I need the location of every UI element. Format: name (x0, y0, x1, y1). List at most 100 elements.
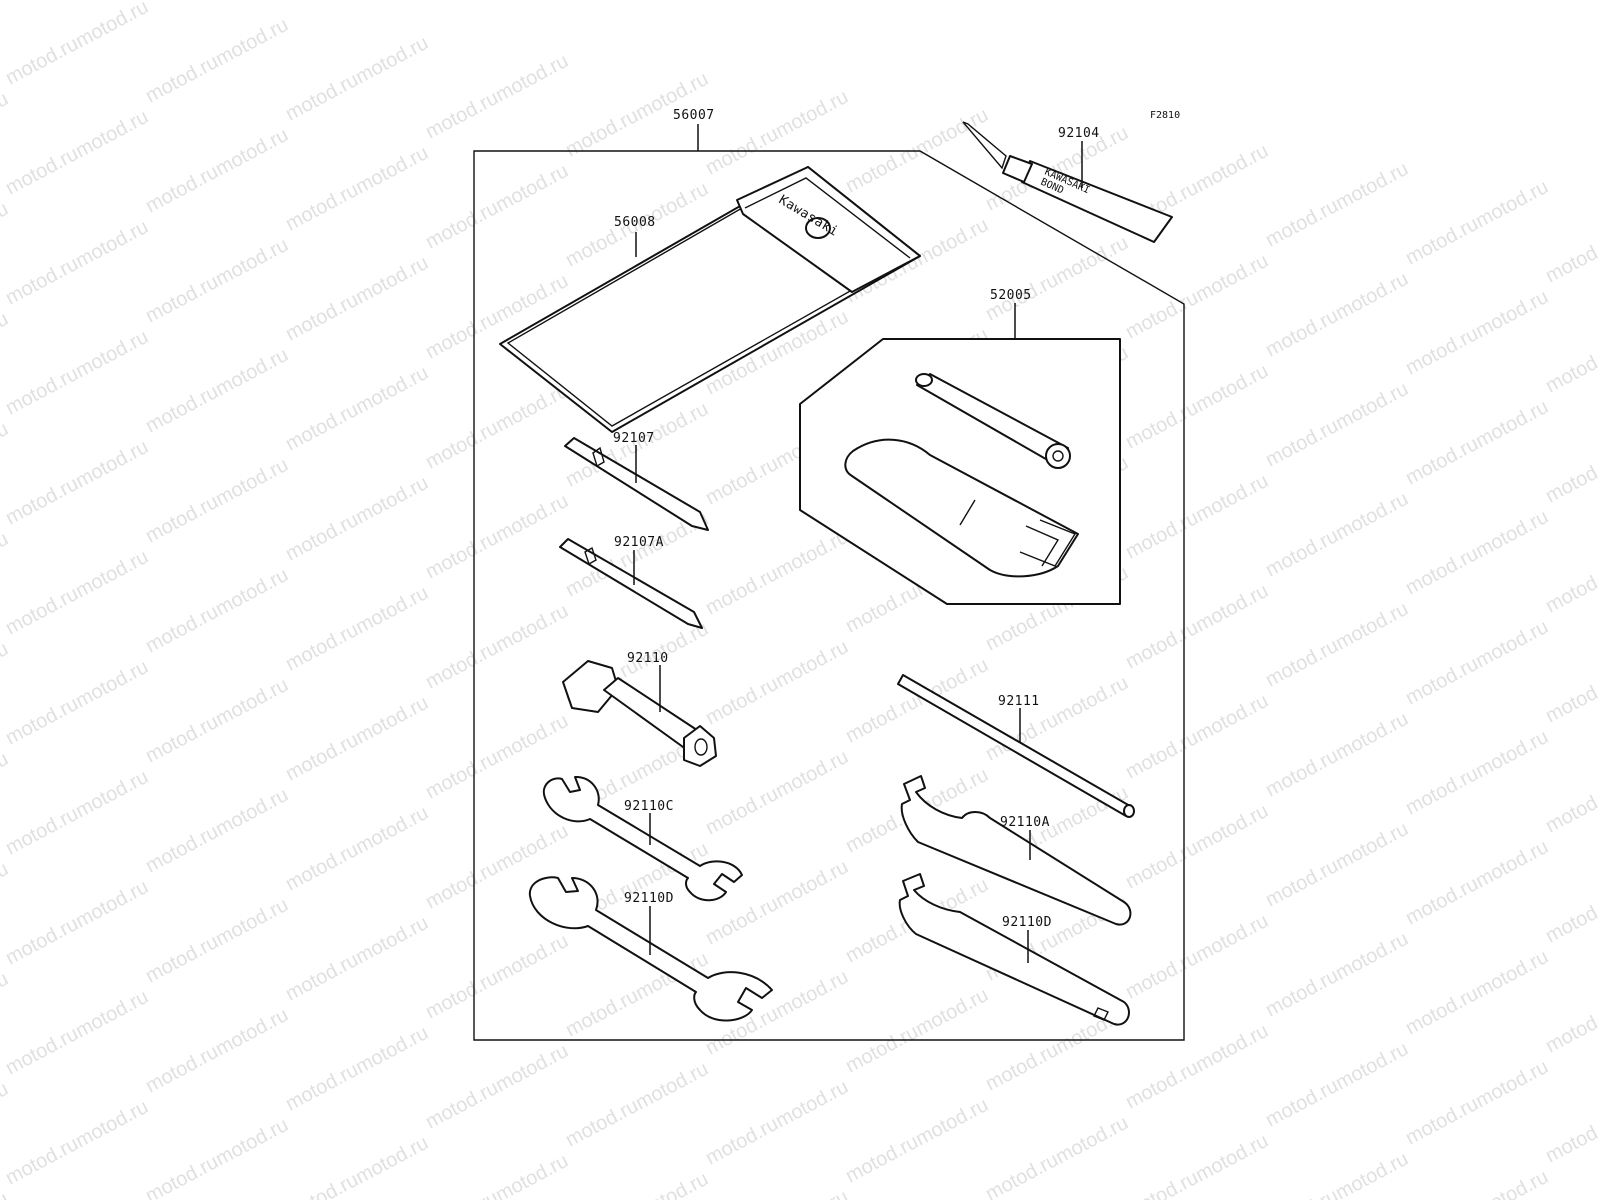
watermark-text: motod.ru (212, 674, 292, 730)
watermark-text: motod.ru (422, 87, 502, 143)
watermark-text: motod.ru (702, 1113, 782, 1169)
watermark-text: motod.ru (562, 105, 642, 161)
watermark-text: motod.ru (422, 307, 502, 363)
watermark-text: motod.ru (702, 673, 782, 729)
watermark-text: motod.ru (702, 563, 782, 619)
watermark-text: motod.ru (0, 0, 12, 34)
watermark-text: motod.ru (72, 436, 152, 492)
watermark-text: motod.ru (1192, 360, 1272, 416)
watermark-text: motod.ru (212, 784, 292, 840)
watermark-text: motod.ru (2, 583, 82, 639)
watermark-text: motod.ru (282, 69, 362, 125)
watermark-text: motod.ru (772, 966, 852, 1022)
watermark-text: motod.ru (1262, 635, 1342, 691)
watermark-text: motod.ru (142, 601, 222, 657)
watermark-text: motod.ru (1542, 1001, 1600, 1057)
watermark-text: motod.ru (1052, 232, 1132, 288)
watermark-text: motod.ru (2, 253, 82, 309)
watermark-text: motod.ru (2, 363, 82, 419)
watermark-text: motod.ru (1542, 1111, 1600, 1167)
watermark-text: motod.ru (982, 599, 1062, 655)
watermark-text: motod.ru (1262, 415, 1342, 471)
watermark-text: motod.ru (0, 308, 12, 364)
watermark-text: motod.ru (1402, 763, 1482, 819)
watermark-text: motod.ru (982, 1039, 1062, 1095)
watermark-text: motod.ru (1332, 598, 1412, 654)
watermark-text: motod.ru (72, 0, 152, 52)
leader-lines (633, 124, 1083, 963)
watermark-text: motod.ru (1472, 396, 1552, 452)
watermark-text: motod.ru (0, 1078, 12, 1134)
watermark-text: motod.ru (1192, 910, 1272, 966)
watermark-text: motod.ru (1542, 231, 1600, 287)
watermark-text: motod.ru (1122, 837, 1202, 893)
watermark-text: motod.ru (1472, 176, 1552, 232)
watermark-text: motod.ru (912, 1094, 992, 1150)
watermark-text: motod.ru (1542, 671, 1600, 727)
watermark-text: motod.ru (1472, 506, 1552, 562)
watermark-text: motod.ru (352, 472, 432, 528)
open-wrench-92110c (542, 775, 743, 902)
watermark-text: motod.ru (352, 32, 432, 88)
watermark-text: motod.ru (1332, 158, 1412, 214)
watermark-text: motod.ru (0, 418, 12, 474)
part-label-driver-a: 92107 (613, 431, 655, 446)
watermark-text: motod.ru (282, 839, 362, 895)
watermark-text: motod.ru (1542, 781, 1600, 837)
watermark-text: motod.ru (1472, 726, 1552, 782)
watermark-text: motod.ru (492, 1150, 572, 1200)
watermark-text: motod.ru (422, 1187, 502, 1200)
watermark-text: motod.ru (1332, 708, 1412, 764)
watermark-text: motod.ru (1262, 525, 1342, 581)
watermark-text: motod.ru (1402, 213, 1482, 269)
watermark-text: motod.ru (352, 1132, 432, 1188)
watermark-text: motod.ru (72, 326, 152, 382)
watermark-text: motod.ru (0, 858, 12, 914)
watermark-text: motod.ru (142, 931, 222, 987)
watermark-text: motod.ru (282, 619, 362, 675)
watermark-text: motod.ru (1472, 1166, 1552, 1200)
watermark-text: motod.ru (72, 546, 152, 602)
watermark-text: motod.ru (0, 638, 12, 694)
watermark-text: motod.ru (842, 1131, 922, 1187)
watermark-text: motod.ru (1542, 341, 1600, 397)
watermark-text: motod.ru (1192, 800, 1272, 856)
watermark-text: motod.ru (0, 528, 12, 584)
watermark-text: motod.ru (72, 766, 152, 822)
part-label-wrench-c: 92110C (624, 799, 674, 814)
watermark-text: motod.ru (1262, 855, 1342, 911)
watermark-text: motod.ru (1332, 1148, 1412, 1200)
watermark-text: motod.ru (212, 1004, 292, 1060)
watermark-text: motod.ru (492, 490, 572, 546)
watermark-text: motod.ru (422, 967, 502, 1023)
watermark-text: motod.ru (72, 986, 152, 1042)
tommy-bar (897, 674, 1135, 818)
watermark-text: motod.ru (142, 821, 222, 877)
watermark-text: motod.ru (282, 509, 362, 565)
watermark-text: motod.ru (72, 106, 152, 162)
watermark-text: motod.ru (1332, 378, 1412, 434)
watermark-text: motod.ru (0, 1188, 12, 1200)
watermark-text: motod.ru (282, 399, 362, 455)
watermark-text: motod.ru (772, 636, 852, 692)
watermark-text: motod.ru (212, 894, 292, 950)
watermark-text: motod.ru (422, 197, 502, 253)
part-label-bar: 92111 (998, 694, 1040, 709)
watermark-text: motod.ru (2, 143, 82, 199)
watermark-text: motod.ru (912, 984, 992, 1040)
part-label-kit: 56007 (673, 108, 715, 123)
watermark-text: motod.ru (422, 527, 502, 583)
watermark-text: motod.ru (1262, 1185, 1342, 1200)
watermark-text: motod.ru (72, 656, 152, 712)
watermark-text: motod.ru (212, 14, 292, 70)
watermark-text: motod.ru (352, 912, 432, 968)
watermark-text: motod.ru (422, 747, 502, 803)
watermark-text: motod.ru (492, 820, 572, 876)
part-label-driver-b: 92107A (614, 535, 664, 550)
watermark-text: motod.ru (212, 344, 292, 400)
watermark-text: motod.ru (1052, 1112, 1132, 1168)
watermark-text: motod.ru (842, 581, 922, 637)
watermark-text: motod.ru (1402, 323, 1482, 379)
watermark-text: motod.ru (1122, 617, 1202, 673)
